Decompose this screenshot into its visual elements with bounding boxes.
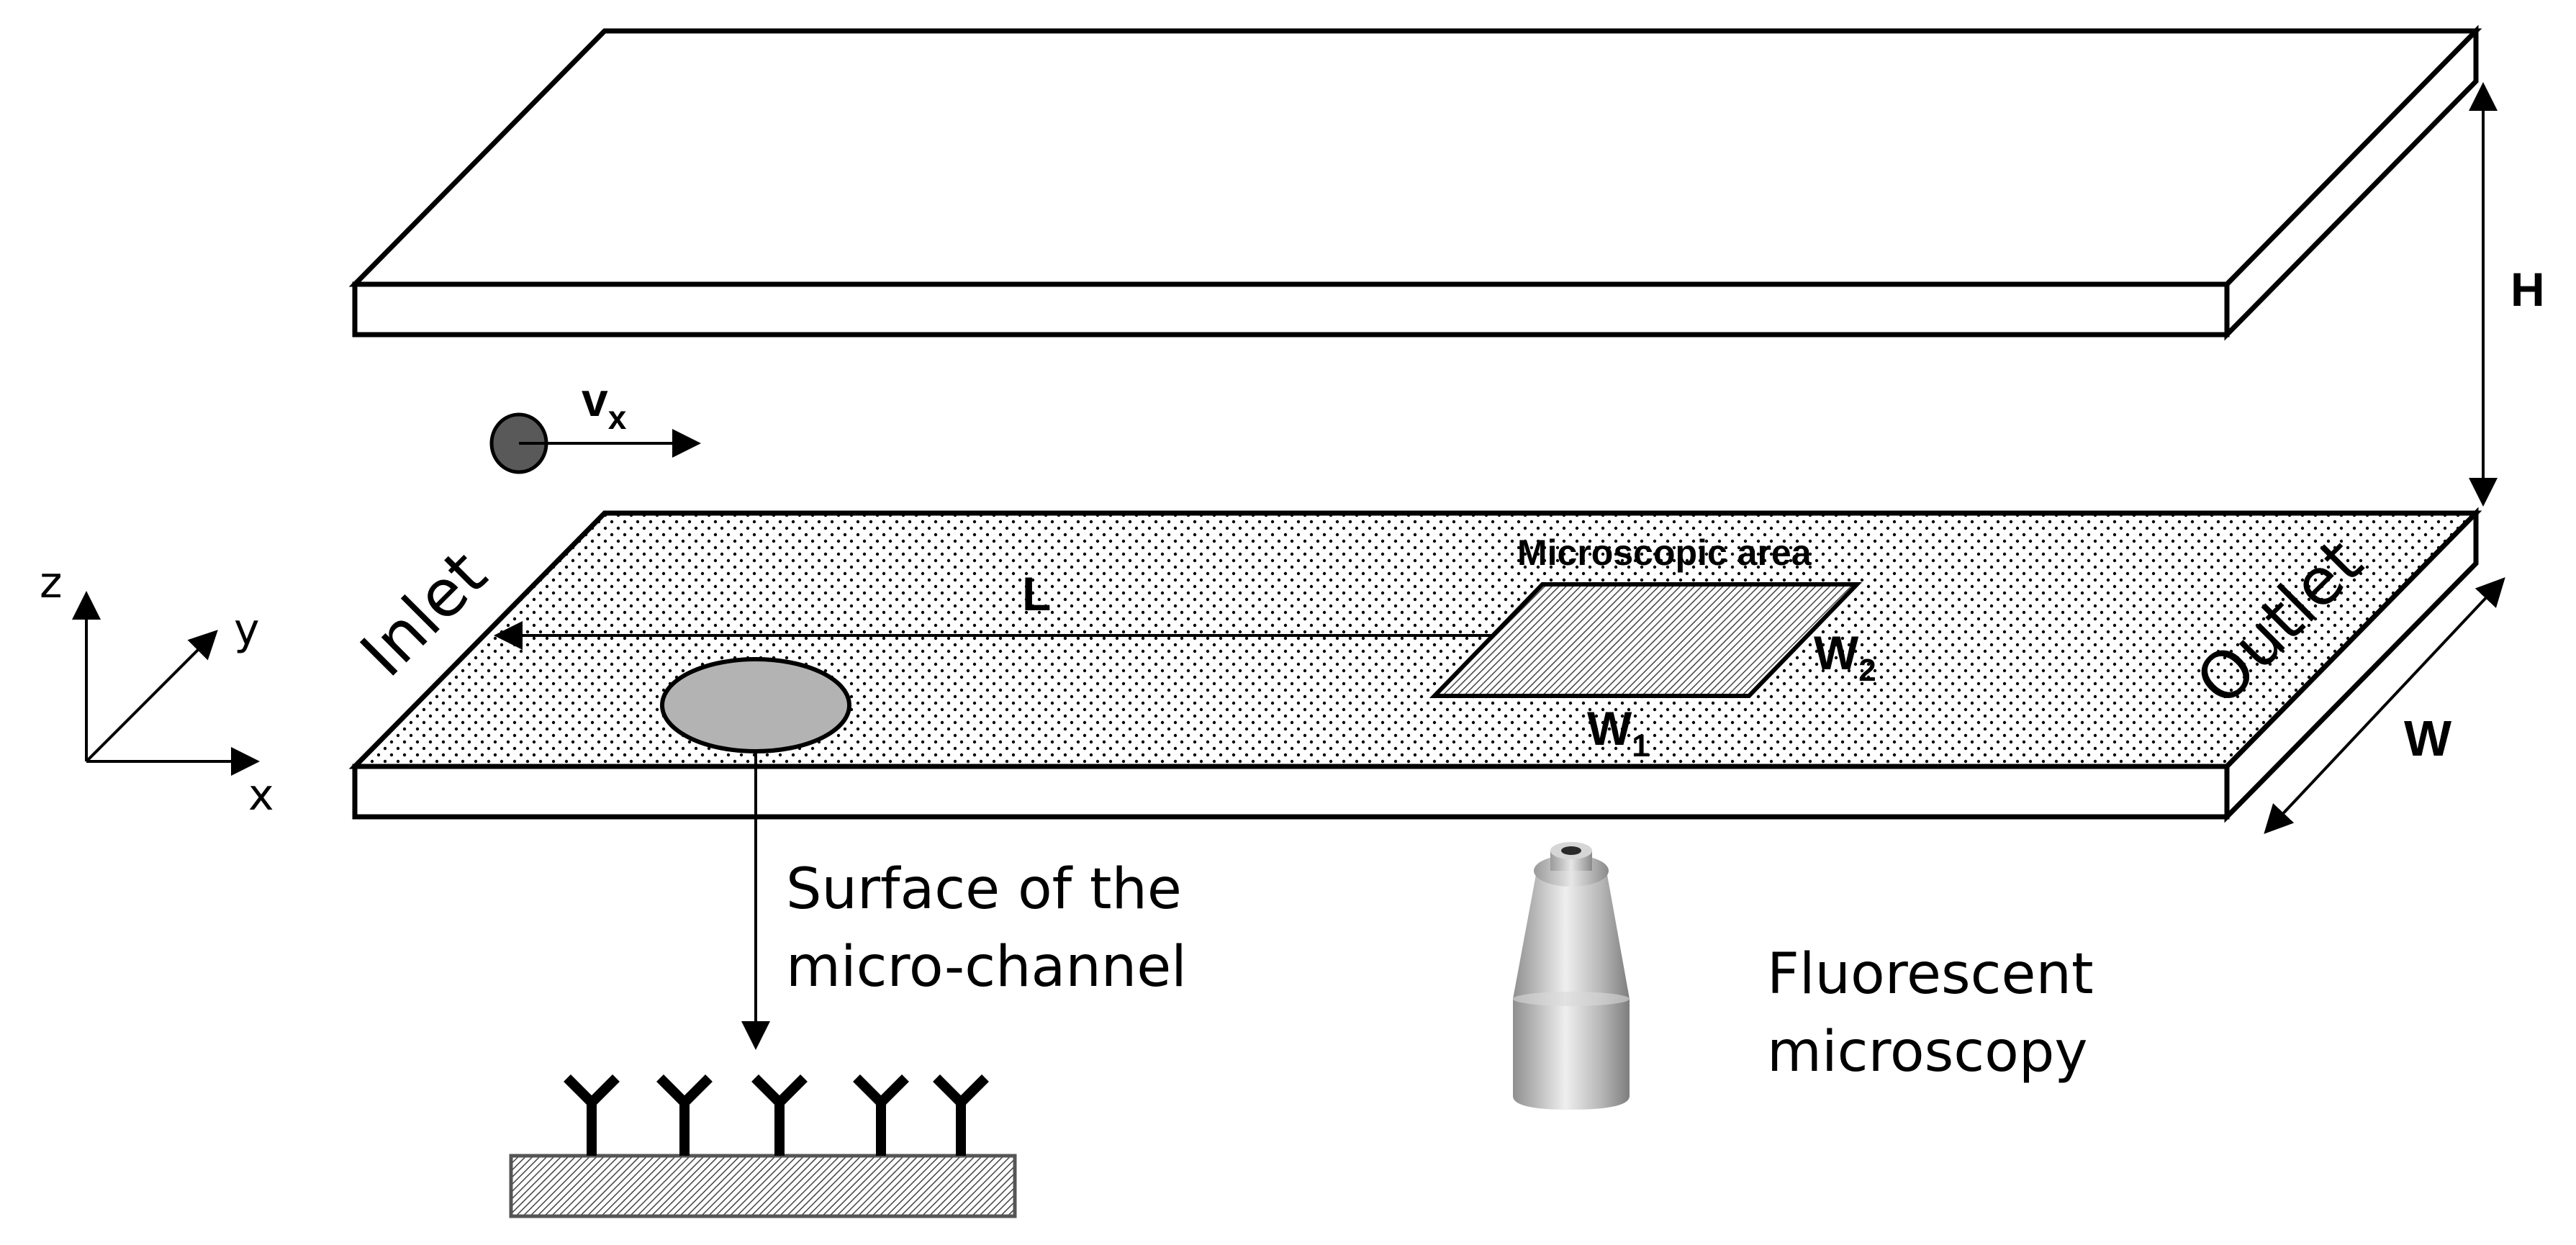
objective-upper-body xyxy=(1513,871,1630,999)
length-label: L xyxy=(1022,567,1051,620)
top-plate xyxy=(348,24,2482,341)
objective-shoulder xyxy=(1513,992,1630,1006)
y-axis-label: y xyxy=(234,605,260,655)
antibody-row xyxy=(564,1074,989,1156)
antibody-icon xyxy=(564,1074,620,1156)
capture-spot xyxy=(660,657,851,753)
bottom-plate-front-edge xyxy=(352,764,2230,820)
z-axis-label: z xyxy=(40,558,63,608)
w1-label: W1 xyxy=(1587,702,1650,764)
particle-group: vx xyxy=(489,373,701,474)
velocity-label: vx xyxy=(582,373,627,436)
top-plate-front-edge xyxy=(352,281,2230,338)
microscopic-area xyxy=(1429,582,1863,698)
top-plate-side-edge xyxy=(2224,24,2479,341)
microscope-label-line1: Fluorescent xyxy=(1767,942,2094,1007)
objective-lens-hole xyxy=(1561,846,1581,855)
surface-label-line1: Surface of the xyxy=(786,857,1182,922)
antibody-icon xyxy=(933,1074,989,1156)
microscopic-area-label: Microscopic area xyxy=(1517,533,1812,573)
x-axis-label: x xyxy=(248,770,274,820)
antibody-icon xyxy=(656,1074,713,1156)
w2-label: W2 xyxy=(1814,626,1876,688)
y-axis-arrow xyxy=(85,630,218,763)
substrate xyxy=(509,1154,1017,1218)
microscope-objective xyxy=(1513,842,1630,1110)
width-label: W xyxy=(2404,710,2451,766)
antibody-icon xyxy=(853,1074,909,1156)
objective-lower-body xyxy=(1513,999,1630,1110)
surface-label-line2: micro-channel xyxy=(786,935,1187,1000)
height-label: H xyxy=(2511,263,2545,316)
coordinate-axes xyxy=(72,591,260,776)
antibody-icon xyxy=(751,1074,808,1156)
microscope-label-line2: microscopy xyxy=(1767,1020,2088,1085)
substrate-group xyxy=(509,1074,1017,1218)
top-plate-face xyxy=(348,28,2482,287)
width-arrow xyxy=(2264,577,2505,834)
bottom-plate xyxy=(348,507,2482,823)
